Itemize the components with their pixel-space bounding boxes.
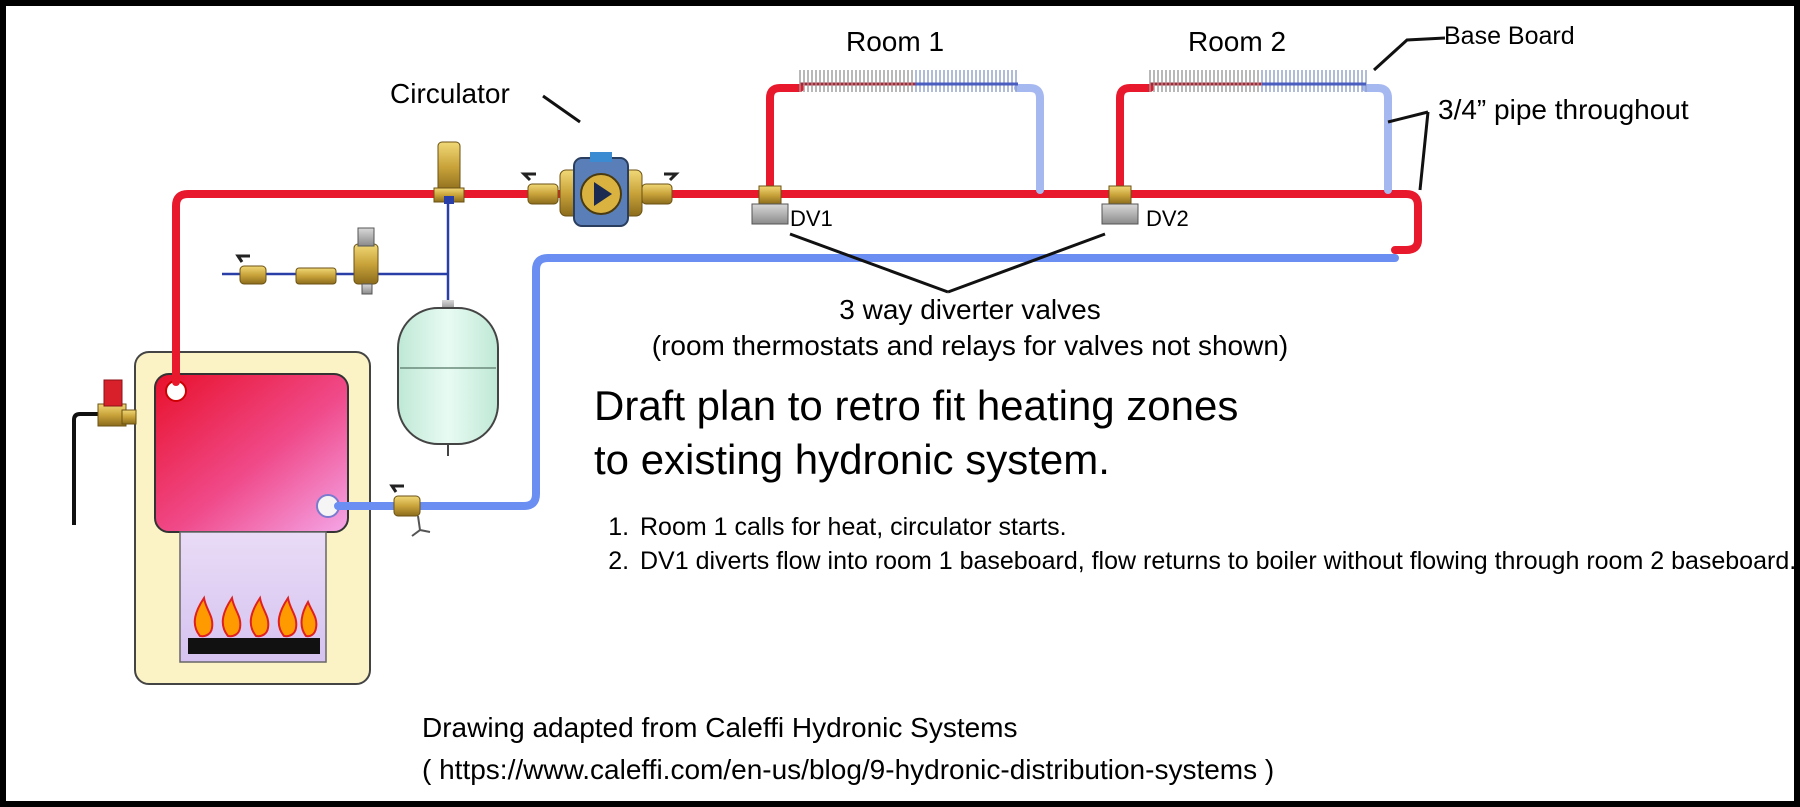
title-line2: to existing hydronic system.	[594, 436, 1110, 483]
credit-line1: Drawing adapted from Caleffi Hydronic Sy…	[422, 712, 1018, 743]
supply-pipe	[172, 190, 1422, 386]
ball-valve-icon	[235, 172, 680, 537]
dv1-label: DV1	[790, 206, 833, 231]
circulator-label: Circulator	[390, 78, 510, 109]
return-pipe	[334, 254, 1399, 510]
step-item: Room 1 calls for heat, circulator starts…	[636, 510, 1796, 544]
room1-supply-pipe	[766, 84, 804, 194]
room2-supply-pipe	[1116, 84, 1154, 194]
baseboard-icon	[799, 70, 1367, 92]
title-line1: Draft plan to retro fit heating zones	[594, 382, 1239, 429]
room2-label: Room 2	[1188, 26, 1287, 57]
pressure-reducing-valve-icon	[295, 227, 379, 295]
expansion-tank-icon	[397, 300, 499, 456]
baseboard-label: Base Board	[1444, 22, 1575, 50]
dv2-label: DV2	[1146, 206, 1189, 231]
credit-line2: ( https://www.caleffi.com/en-us/blog/9-h…	[422, 754, 1275, 785]
room-return-pipes	[1014, 84, 1392, 194]
boiler-icon	[134, 351, 371, 685]
room1-label: Room 1	[846, 26, 945, 57]
steps-list: Room 1 calls for heat, circulator starts…	[596, 510, 1796, 578]
burner-icon	[188, 638, 320, 654]
step-item: DV1 diverts flow into room 1 baseboard, …	[636, 544, 1796, 578]
leader-lines	[542, 36, 1446, 294]
diverter-valve-icon	[751, 185, 1139, 225]
pipe-size-label: 3/4” pipe throughout	[1438, 94, 1689, 125]
circulator-pump-icon	[559, 152, 643, 227]
flame-icon	[193, 595, 318, 638]
diverter-caption-line1: 3 way diverter valves	[839, 294, 1101, 325]
diverter-caption-line2: (room thermostats and relays for valves …	[651, 330, 1289, 361]
air-vent-icon	[433, 141, 465, 204]
expansion-tank-line	[222, 200, 450, 302]
relief-valve-icon	[72, 379, 137, 525]
